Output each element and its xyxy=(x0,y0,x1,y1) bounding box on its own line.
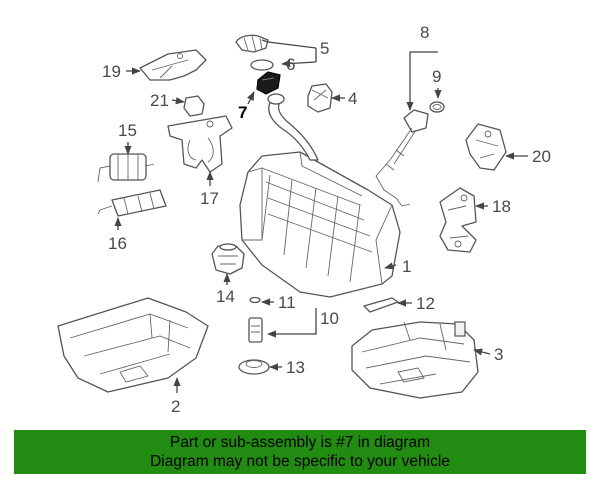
pump-part-16[interactable] xyxy=(97,189,167,217)
seal-part-6[interactable] xyxy=(250,59,274,71)
callout-16: 16 xyxy=(108,234,127,253)
pump-part-14[interactable] xyxy=(211,243,245,275)
callout-14: 14 xyxy=(216,287,235,306)
callout-17: 17 xyxy=(200,189,219,208)
pad-part-12[interactable] xyxy=(363,297,399,313)
sending-unit-part-8[interactable] xyxy=(375,109,429,207)
bracket-part-20[interactable] xyxy=(465,123,507,171)
callout-20: 20 xyxy=(532,147,551,166)
cap-part-5[interactable] xyxy=(235,34,269,53)
callout-18: 18 xyxy=(492,197,511,216)
shield-part-2[interactable] xyxy=(57,297,209,393)
callout-labels: 1 2 3 4 5 6 7 8 9 10 11 12 13 14 15 16 1… xyxy=(102,23,551,416)
callout-10: 10 xyxy=(320,309,339,328)
callout-5: 5 xyxy=(320,39,329,58)
bracket-part-19[interactable] xyxy=(139,49,207,81)
callout-4: 4 xyxy=(348,89,357,108)
valve-part-4[interactable] xyxy=(307,83,333,113)
cover-part-13[interactable] xyxy=(238,359,270,375)
fuel-door-part-7-highlighted[interactable] xyxy=(256,71,281,95)
grommet-part-21[interactable] xyxy=(183,95,205,117)
leader-lines xyxy=(114,39,528,393)
callout-7-highlighted: 7 xyxy=(238,103,247,122)
callout-1: 1 xyxy=(402,257,411,276)
callout-13: 13 xyxy=(286,358,305,377)
callout-2: 2 xyxy=(171,397,180,416)
bracket-part-17[interactable] xyxy=(167,115,233,173)
fuel-tank-part-1[interactable] xyxy=(239,151,401,298)
callout-8: 8 xyxy=(420,23,429,42)
callout-15: 15 xyxy=(118,121,137,140)
mount-part-18[interactable] xyxy=(439,187,477,253)
callout-3: 3 xyxy=(494,345,503,364)
filter-part-15[interactable] xyxy=(97,153,155,183)
ring-part-9[interactable] xyxy=(429,101,445,113)
filler-neck xyxy=(267,93,319,161)
callout-21: 21 xyxy=(150,91,169,110)
callout-9: 9 xyxy=(432,67,441,86)
banner-line-1: Part or sub-assembly is #7 in diagram xyxy=(169,434,431,451)
callout-6: 6 xyxy=(286,55,295,74)
clip-part-11[interactable] xyxy=(249,296,261,304)
callout-19: 19 xyxy=(102,62,121,81)
banner-line-2: Diagram may not be specific to your vehi… xyxy=(150,453,450,470)
valve-part-10[interactable] xyxy=(248,317,263,343)
shield-part-3[interactable] xyxy=(351,321,479,399)
parts-diagram: 1 2 3 4 5 6 7 8 9 10 11 12 13 14 15 16 1… xyxy=(57,23,551,416)
callout-12: 12 xyxy=(416,294,435,313)
callout-11: 11 xyxy=(278,293,296,312)
part-notice-banner: Part or sub-assembly is #7 in diagram Di… xyxy=(14,430,586,474)
